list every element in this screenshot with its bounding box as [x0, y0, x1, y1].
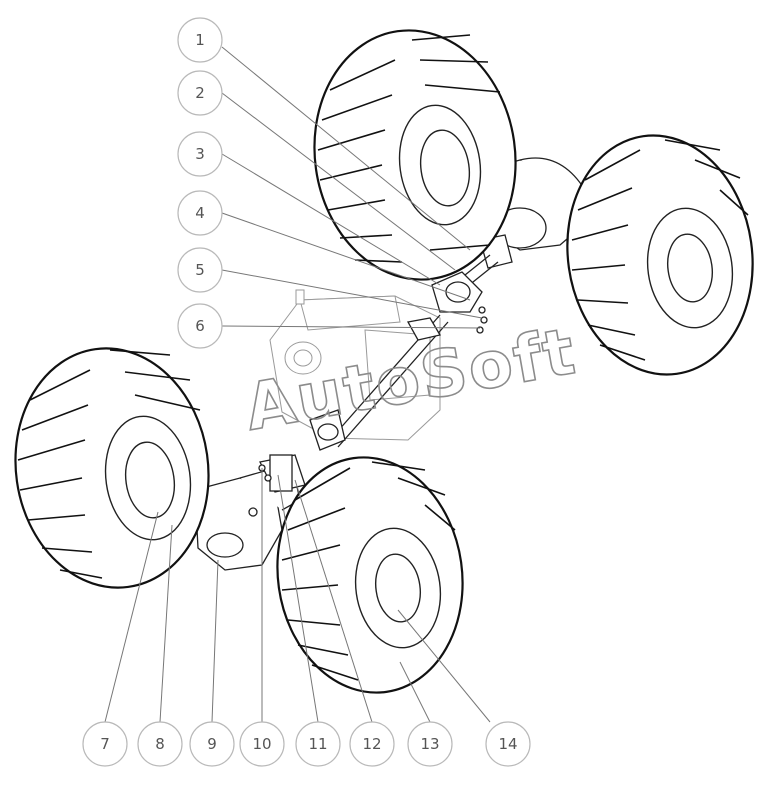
- rear-left-wheel: [313, 29, 517, 281]
- front-right-wheel: [276, 456, 464, 694]
- callout-14: 14: [485, 721, 531, 767]
- propeller-shaft: [309, 314, 449, 451]
- callout-11: 11: [295, 721, 341, 767]
- callout-7: 7: [82, 721, 128, 767]
- front-axle-assembly: [149, 454, 306, 571]
- callout-5: 5: [177, 247, 223, 293]
- callout-label: 4: [195, 204, 205, 222]
- callout-1: 1: [177, 17, 223, 63]
- callout-label: 9: [207, 735, 217, 753]
- callout-label: 8: [155, 735, 165, 753]
- callout-4: 4: [177, 190, 223, 236]
- front-left-wheel: [14, 347, 210, 589]
- callout-8: 8: [137, 721, 183, 767]
- callout-label: 14: [498, 735, 517, 753]
- callout-label: 7: [100, 735, 110, 753]
- callout-label: 10: [252, 735, 271, 753]
- callout-12: 12: [349, 721, 395, 767]
- callout-label: 2: [195, 84, 205, 102]
- leader-lines: [104, 46, 491, 723]
- callout-label: 13: [420, 735, 439, 753]
- callout-13: 13: [407, 721, 453, 767]
- callout-10: 10: [239, 721, 285, 767]
- callout-label: 5: [195, 261, 205, 279]
- callout-9: 9: [189, 721, 235, 767]
- callout-label: 12: [362, 735, 381, 753]
- callout-3: 3: [177, 131, 223, 177]
- callout-label: 6: [195, 317, 205, 335]
- callout-2: 2: [177, 70, 223, 116]
- callout-label: 1: [195, 31, 205, 49]
- callout-label: 11: [308, 735, 327, 753]
- rear-right-wheel: [566, 134, 754, 376]
- callout-6: 6: [177, 303, 223, 349]
- callout-label: 3: [195, 145, 205, 163]
